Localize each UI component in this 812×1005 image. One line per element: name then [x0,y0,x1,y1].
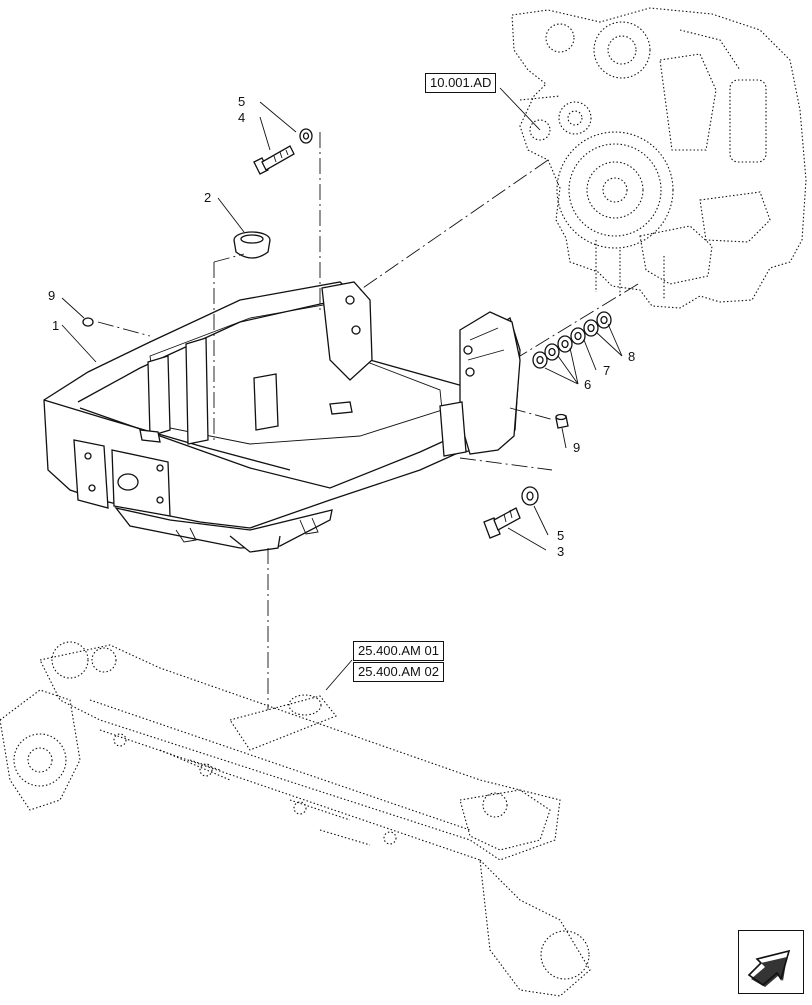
callout-item-1: 1 [52,318,59,333]
bolt-item-4 [253,145,295,175]
assembly-center-lines [97,132,639,710]
callout-item-4: 4 [238,110,245,125]
axle-reference-link-01[interactable]: 25.400.AM 01 [353,641,444,661]
front-axle [0,641,591,997]
callout-item-6: 6 [584,377,591,392]
callout-item-9-left: 9 [48,288,55,303]
leader-lines [61,87,623,691]
cap-item-2 [233,231,271,259]
callout-item-8: 8 [628,349,635,364]
callout-item-3: 3 [557,544,564,559]
callout-item-2: 2 [204,190,211,205]
washer-item-5-bottom [521,486,539,506]
arrow-icon [747,949,791,987]
pin-item-9-right [555,413,569,429]
next-page-button[interactable] [738,930,804,994]
washer-stack-items-6-7-8 [532,311,612,369]
callout-item-9-right: 9 [573,440,580,455]
pin-item-9-left [82,317,94,327]
washer-item-5-top [299,128,313,144]
callout-item-7: 7 [603,363,610,378]
callout-item-5-bottom: 5 [557,528,564,543]
bolt-item-3 [483,507,521,539]
axle-reference-link-02[interactable]: 25.400.AM 02 [353,662,444,682]
engine-block [511,7,807,309]
front-support-frame [43,281,521,553]
callout-item-5-top: 5 [238,94,245,109]
engine-reference-link[interactable]: 10.001.AD [425,73,497,93]
